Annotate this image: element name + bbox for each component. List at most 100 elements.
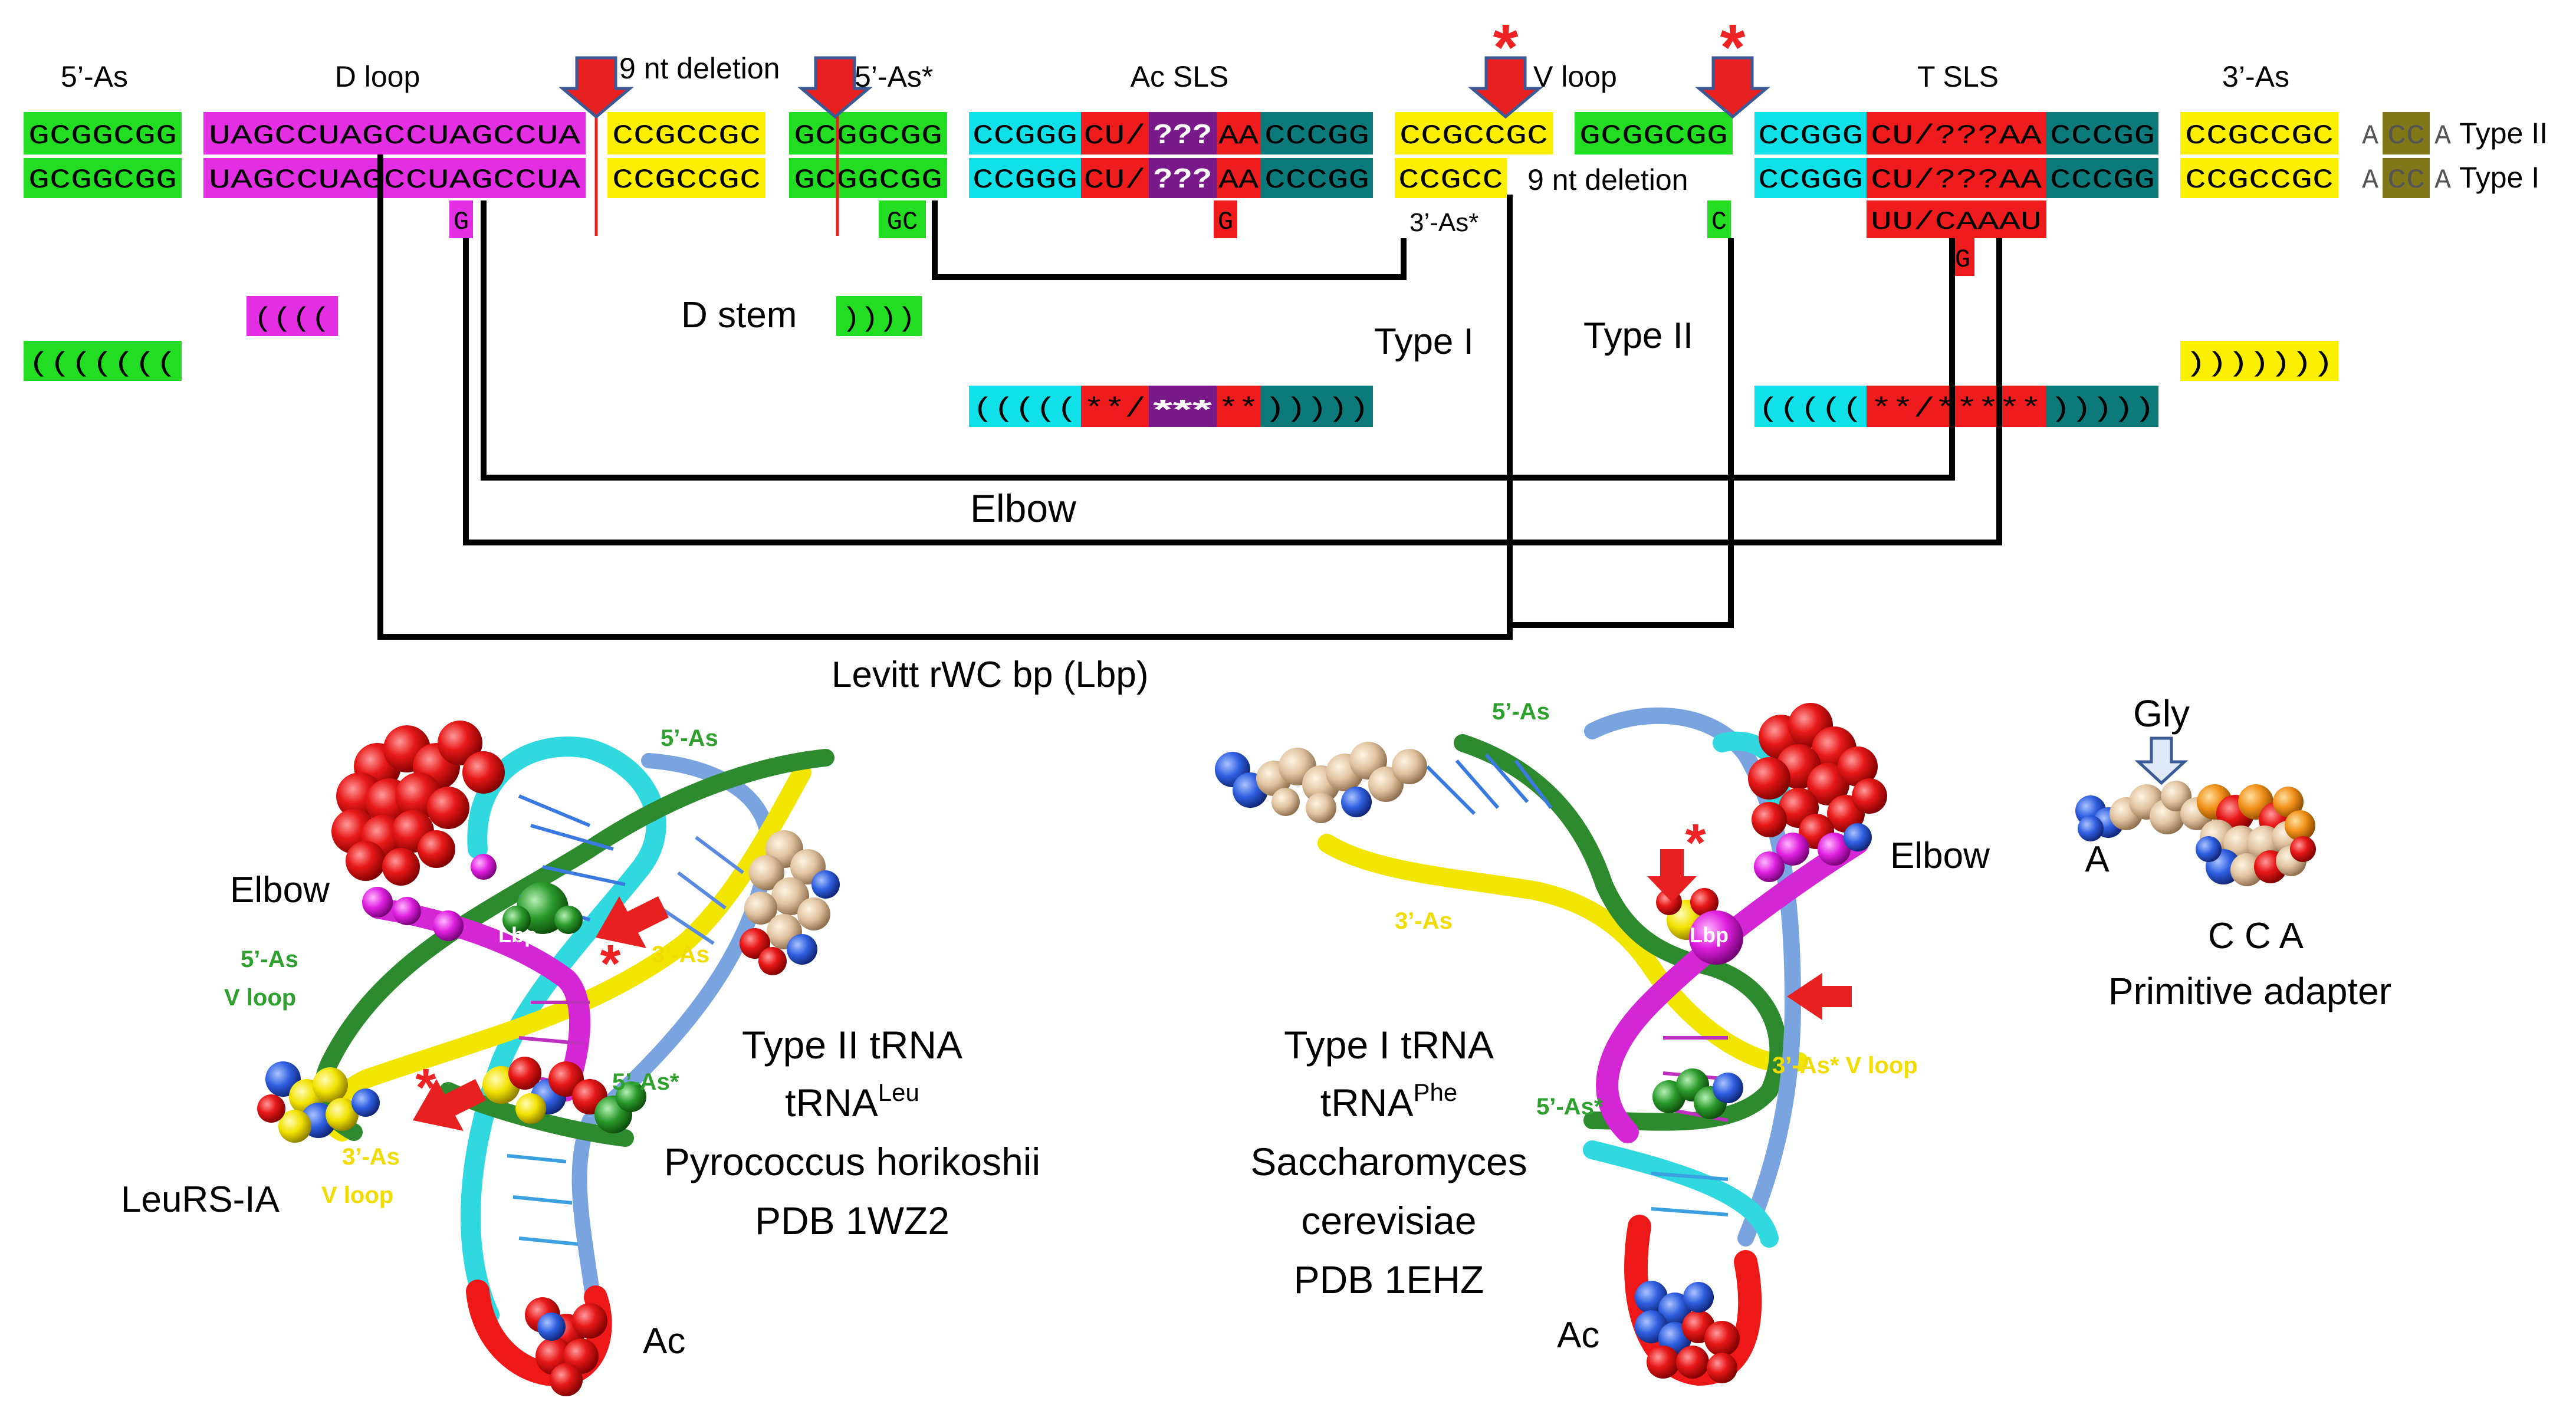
- caption-right-2-sup: Phe: [1413, 1078, 1457, 1106]
- bracket-notation: (((( )))) ((((((( ))))))) ((((( **/ *** …: [24, 296, 2338, 427]
- label-type1: Type I: [2459, 161, 2539, 194]
- seq-vloop-yellow: CCGCCGC: [1399, 121, 1548, 152]
- bracket-ac-open: (((((: [972, 394, 1077, 425]
- seq-acca-a2: A: [2434, 121, 2451, 152]
- struct-right-5-as-top: 5’-As: [1492, 699, 1550, 725]
- seq-t-teal: CCCGG: [2050, 121, 2155, 152]
- down-arrow-icon: [1695, 56, 1770, 119]
- seq-ac-teal: CCCGG: [1264, 165, 1369, 196]
- header-v-loop: V loop: [1533, 60, 1617, 93]
- adapter-a: A: [2085, 839, 2110, 880]
- sphere-cluster-magenta: [362, 854, 497, 941]
- seq-g-t: G: [1955, 245, 1970, 275]
- left-arrow-icon: [413, 1079, 486, 1131]
- bracket-ac-red-2: **: [1218, 394, 1259, 425]
- seq-ac-red-2: AA: [1218, 165, 1259, 196]
- down-arrow-icon: [558, 56, 634, 119]
- struct-left-3-as-vloop-2: V loop: [321, 1182, 393, 1208]
- sphere-cluster-ac: [1635, 1281, 1740, 1383]
- seq-c-vloop: C: [1711, 208, 1727, 237]
- connection-lines: [377, 154, 2002, 640]
- seq-3-as: CCGCCGC: [2185, 165, 2334, 196]
- structure-type1: * 5’-As 3’-As Elbow Lbp 3’-As* V loop 5’…: [1215, 699, 1990, 1386]
- asterisk-icon: *: [1493, 11, 1519, 84]
- connector-gc-vloop: [932, 200, 1407, 280]
- caption-right-4: cerevisiae: [1301, 1199, 1476, 1242]
- bracket-t-red: **/*****: [1871, 394, 2042, 425]
- sphere-cluster-ac: [525, 1297, 607, 1396]
- sequence-row-type1: GCGGCGG UAGCCUAGCCUAGCCUA CCGCCGC GCGGCG…: [24, 158, 2451, 198]
- sphere-cluster-elbow: [1748, 703, 1887, 882]
- struct-right-lbp: Lbp: [1690, 923, 1729, 947]
- caption-left-3: Pyrococcus horikoshii: [664, 1140, 1040, 1183]
- sequence-row-type2: GCGGCGG UAGCCUAGCCUAGCCUA CCGCCGC GCGGCG…: [24, 112, 2451, 154]
- label-type-i: Type I: [1374, 321, 1474, 362]
- caption-left-4: PDB 1WZ2: [755, 1199, 949, 1242]
- seq-5-as-star: GCGGCGG: [794, 121, 942, 152]
- label-elbow: Elbow: [970, 486, 1076, 530]
- caption-right-3: Saccharomyces: [1250, 1140, 1527, 1183]
- connector-elbow-1: [481, 200, 1955, 481]
- seq-yellow-1: CCGCCGC: [612, 121, 761, 152]
- seq-ac-red-1: CU/: [1084, 165, 1146, 196]
- base-sticks: [507, 794, 744, 1246]
- struct-right-elbow: Elbow: [1890, 836, 1990, 876]
- lbp-sphere-cluster: [1656, 888, 1743, 965]
- seq-gc: GC: [887, 208, 918, 237]
- caption-left-2-sup: Leu: [878, 1078, 919, 1106]
- asterisk-icon: *: [415, 1058, 436, 1117]
- caption-left-2-base: tRNA: [785, 1081, 878, 1124]
- asterisk-icon: *: [600, 935, 620, 994]
- adapter-gly: Gly: [2133, 692, 2190, 735]
- label-type2: Type II: [2459, 117, 2548, 150]
- bracket-ac-purple: ***: [1153, 394, 1212, 425]
- down-arrow-icon: [797, 56, 873, 119]
- seq-acca-a1: A: [2362, 121, 2378, 152]
- header-3-as: 3’-As: [2222, 60, 2289, 93]
- ribbon-yellow: [1317, 834, 1808, 1073]
- seq-d-loop: UAGCCUAGCCUAGCCUA: [209, 121, 581, 152]
- down-arrow-icon: [1468, 56, 1543, 119]
- seq-vloop-green: GCGGCGG: [1579, 121, 1728, 152]
- struct-left-5-as-vloop-2: V loop: [224, 985, 296, 1011]
- seq-acca-cc: CC: [2387, 121, 2425, 152]
- struct-left-elbow: Elbow: [230, 870, 330, 910]
- sphere-cluster-3-as: [740, 830, 840, 975]
- seq-5-as-star: GCGGCGG: [794, 165, 942, 196]
- primitive-adapter: Gly A C C A Primitive adapter: [2075, 692, 2391, 1012]
- struct-right-3-as: 3’-As: [1395, 908, 1453, 934]
- seq-t-teal: CCCGG: [2050, 165, 2155, 196]
- ribbon-magenta: [1596, 832, 1869, 1143]
- seq-acca-a1: A: [2362, 165, 2378, 196]
- connector-levitt-type2: [1510, 238, 1734, 628]
- adapter-cca: C C A: [2208, 916, 2304, 956]
- seq-g-ac: G: [1218, 208, 1233, 237]
- bracket-d-close: )))): [842, 304, 916, 334]
- asterisk-icons: * *: [1493, 11, 1746, 84]
- struct-left-5-as-vloop-1: 5’-As: [241, 946, 298, 972]
- label-3-as-star: 3’-As*: [1409, 208, 1478, 237]
- header-d-loop: D loop: [335, 60, 420, 93]
- structure-type2: * * 5’-As Elbow Lbp 3’-As 5’-As V loop 5…: [121, 721, 1040, 1396]
- seq-t-cyan: CCGGG: [1758, 121, 1863, 152]
- left-arrow-icon: [596, 896, 669, 948]
- seq-3-as: CCGCCGC: [2185, 121, 2334, 152]
- arrow-marker-icons: [558, 56, 1770, 119]
- sphere-cluster-5-as: [1215, 742, 1427, 823]
- seq-acca-cc: CC: [2387, 165, 2425, 196]
- header-ac-sls: Ac SLS: [1131, 60, 1229, 93]
- ribbon-cyan: [461, 736, 666, 1325]
- sphere-cluster-5-as-star: [1652, 1068, 1743, 1119]
- caption-right-5: PDB 1EHZ: [1294, 1258, 1484, 1301]
- seq-ac-purple: ???: [1153, 119, 1212, 149]
- struct-left-5-as-star: 5’-As*: [612, 1069, 679, 1095]
- seq-t-cyan: CCGGG: [1758, 165, 1863, 196]
- seq-5-as: GCGGCGG: [28, 165, 177, 196]
- seq-yellow-1: CCGCCGC: [612, 165, 761, 196]
- down-arrow-icon: [1647, 849, 1697, 902]
- caption-right-1: Type I tRNA: [1284, 1023, 1494, 1067]
- sequence-row-3: G GC G C UU/CAAAU G: [449, 200, 2046, 276]
- seq-d-loop: UAGCCUAGCCUAGCCUA: [209, 165, 581, 196]
- header-5-as: 5’-As: [61, 60, 128, 93]
